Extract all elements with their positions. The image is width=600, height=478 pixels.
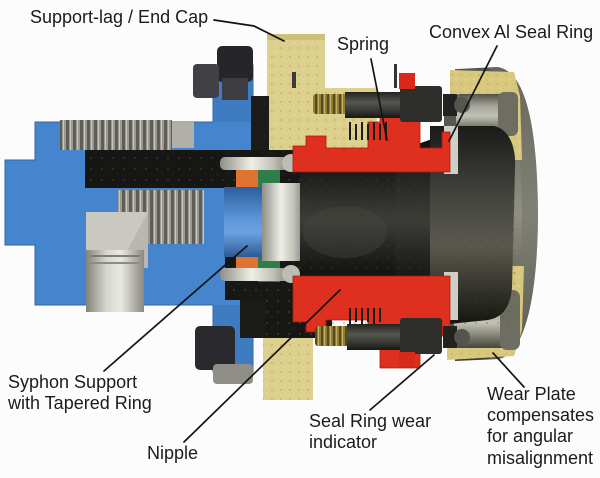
syphon-support [224,183,304,261]
leader-wear-plate [492,352,525,388]
leader-spring [370,58,388,141]
leader-syphon-support [103,245,248,372]
supply-pipe-threaded [60,120,194,150]
label-spring: Spring [337,34,390,54]
label-nipple: Nipple [147,443,199,463]
leader-convex-seal [448,45,498,142]
housing-bolt-top [193,46,253,100]
label-support-lag-end-cap: Support-lag / End Cap [30,7,209,27]
label-convex-al-seal-ring: Convex Al Seal Ring [429,22,594,42]
leader-seal-wear [369,354,435,411]
wear-indicator-tab-bottom [399,352,415,367]
leader-nipple [183,289,341,443]
label-wear-plate: Wear Plate compensates for angular misal… [487,384,595,468]
stud-top [313,64,470,122]
spring-top [349,122,387,140]
wear-indicator-tab-top [399,73,415,89]
leader-support-lag [213,19,285,42]
elbow-fitting [86,190,204,312]
housing-bolt-bottom [195,326,253,384]
label-seal-ring-wear-indicator: Seal Ring wear indicator [309,411,432,453]
cap-pin [292,72,296,88]
retainer-bar [85,150,235,188]
label-syphon-support: Syphon Support with Tapered Ring [8,372,152,414]
stud-bottom [315,318,470,354]
spring-bottom [349,308,381,324]
